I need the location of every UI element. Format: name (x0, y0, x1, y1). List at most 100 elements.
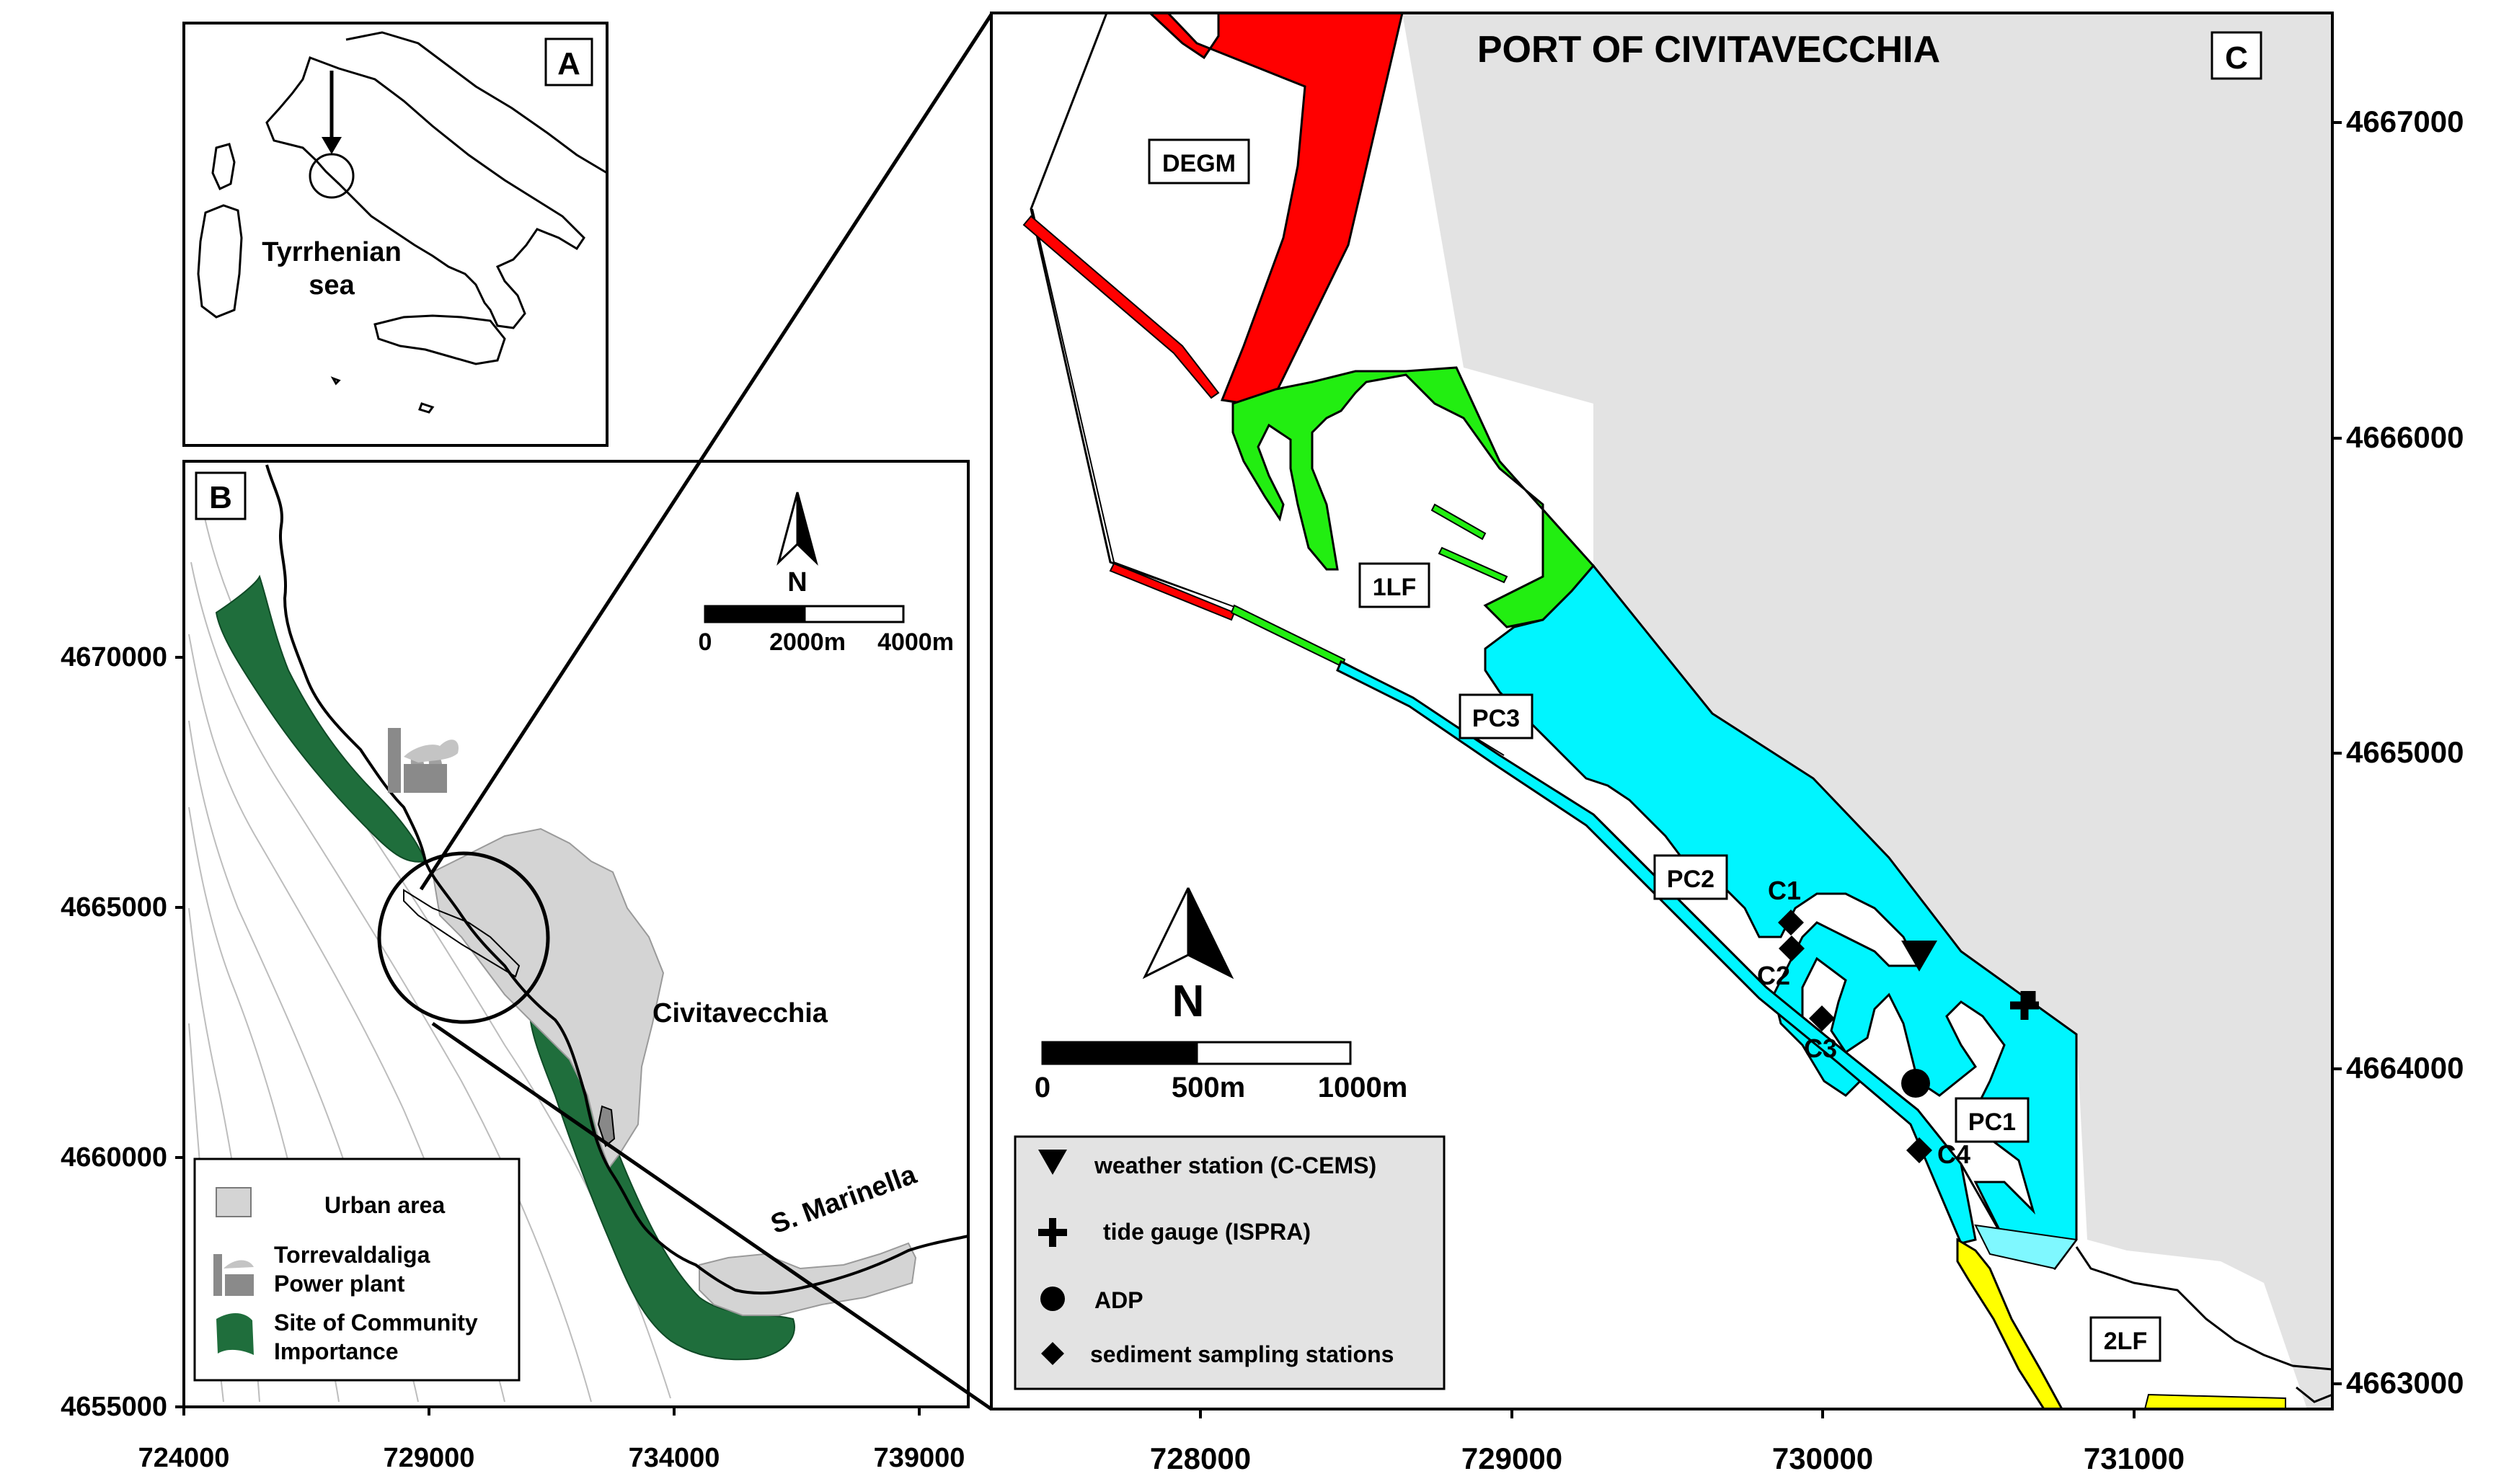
station-label-c2: C2 (1757, 961, 1790, 990)
zone-green-1lf (1231, 366, 1595, 628)
sediment-station-c1-icon (1778, 910, 1804, 936)
small-island (330, 376, 341, 386)
scale-label-1: 2000m (769, 628, 846, 656)
legend-b (193, 1158, 521, 1382)
panel-b-ticks (175, 656, 921, 1416)
legend-c (1014, 1135, 1446, 1390)
sediment-station-c4-icon (1906, 1137, 1932, 1163)
zoom-connector-top (419, 13, 994, 891)
panel-b: N 0 2000m 4000m Civitavecchia S. Marinel… (61, 460, 970, 1473)
c-y-tick-2: 4665000 (2346, 735, 2464, 769)
station-label-c1: C1 (1768, 876, 1801, 905)
port-outline-small (403, 889, 521, 978)
legend-urban-label: Urban area (324, 1192, 445, 1218)
panel-b-letter: B (209, 480, 232, 515)
open-sea (1402, 13, 2332, 1409)
weather-station-icon (1901, 941, 1937, 972)
scale-bar-c (1041, 1041, 1352, 1065)
north-label-c: N (1172, 977, 1205, 1026)
sea-label-line2: sea (309, 270, 355, 301)
sci-legend-swatch (216, 1312, 254, 1355)
small-island (418, 402, 435, 414)
town-label-civitavecchia: Civitavecchia (652, 998, 828, 1028)
tide-gauge-icon (2010, 991, 2039, 1020)
cyan-light-area (1974, 1224, 2078, 1270)
urban-swatch (216, 1187, 252, 1217)
sci-area-north (215, 574, 427, 863)
station-label-c3: C3 (1804, 1034, 1837, 1063)
sicily-outline (373, 314, 506, 365)
b-x-tick-1: 729000 (384, 1443, 475, 1473)
c-scale-label-2: 1000m (1318, 1072, 1408, 1103)
zoom-circle (377, 851, 550, 1024)
panel-c-letter: C (2225, 40, 2248, 76)
panel-c-ticks (1199, 121, 2342, 1418)
legend-weather-icon (1038, 1150, 1067, 1175)
green-pier-1 (1430, 503, 1487, 541)
label-pc2: PC2 (1667, 866, 1714, 893)
c-y-tick-1: 4666000 (2346, 420, 2464, 454)
port-title: PORT OF CIVITAVECCHIA (1477, 29, 1940, 71)
green-pier-2 (1438, 546, 1508, 584)
balkan-coast (345, 31, 608, 174)
label-pc1: PC1 (1968, 1108, 2016, 1136)
red-pier-south (1109, 562, 1236, 621)
panel-a-letter: A (557, 46, 580, 81)
italy-outline (265, 56, 585, 329)
panel-c: PORT OF CIVITAVECCHIA C DEGM 1LF PC3 PC2… (990, 12, 2334, 1410)
c-y-tick-4: 4663000 (2346, 1366, 2464, 1400)
legend-adp-icon (1040, 1287, 1065, 1311)
b-x-tick-3: 739000 (874, 1443, 965, 1473)
c-x-tick-0: 728000 (1150, 1441, 1251, 1475)
legend-adp-label: ADP (1094, 1287, 1143, 1313)
cyan-breakwater (1336, 659, 1977, 1245)
power-plant-icon (388, 728, 459, 793)
b-x-tick-2: 734000 (629, 1443, 720, 1473)
urban-area-civitavecchia (431, 827, 665, 1170)
sardinia-outline (197, 204, 243, 319)
2lf-quay (2296, 1386, 2333, 1403)
c-scale-label-0: 0 (1035, 1072, 1050, 1103)
corsica-outline (211, 143, 236, 190)
urban-area-marinella (699, 1242, 917, 1316)
legend-sediment-label: sediment sampling stations (1090, 1341, 1394, 1367)
small-lake-icon (597, 1105, 616, 1147)
2lf-outline (2075, 1246, 2333, 1371)
label-degm: DEGM (1162, 150, 1236, 177)
c-y-tick-0: 4667000 (2346, 105, 2464, 138)
north-arrow-icon (1142, 887, 1234, 979)
station-label-c4: C4 (1937, 1139, 1970, 1169)
adp-icon (1901, 1069, 1930, 1098)
plant-legend-icon (213, 1254, 254, 1296)
b-y-tick-2: 4660000 (61, 1142, 167, 1173)
north-label: N (787, 567, 807, 597)
legend-plant-line1: Torrevaldaliga (274, 1242, 430, 1268)
legend-plant-line2: Power plant (274, 1271, 405, 1297)
c-x-tick-1: 729000 (1461, 1441, 1562, 1475)
zoom-connector-bottom (431, 1021, 993, 1411)
b-x-tick-0: 724000 (138, 1443, 230, 1473)
c-x-tick-2: 730000 (1772, 1441, 1873, 1475)
label-2lf: 2LF (2104, 1328, 2147, 1355)
c-x-tick-3: 731000 (2084, 1441, 2185, 1475)
legend-weather-label: weather station (C-CEMS) (1094, 1152, 1376, 1178)
b-y-tick-3: 4655000 (61, 1392, 167, 1422)
scale-label-0: 0 (699, 628, 712, 656)
arrow-head-icon (322, 137, 342, 154)
legend-sci-line2: Importance (274, 1338, 398, 1364)
c-scale-label-1: 500m (1172, 1072, 1245, 1103)
label-pc3: PC3 (1472, 705, 1520, 732)
b-y-tick-0: 4670000 (61, 642, 167, 672)
scale-bar (704, 605, 905, 623)
legend-sediment-icon (1041, 1342, 1064, 1365)
sediment-station-c2-icon (1779, 936, 1805, 961)
legend-sci-line1: Site of Community (274, 1310, 478, 1336)
scale-label-2: 4000m (877, 628, 954, 656)
c-y-tick-3: 4664000 (2346, 1051, 2464, 1085)
legend-tide-label: tide gauge (ISPRA) (1103, 1219, 1311, 1245)
b-y-tick-1: 4665000 (61, 892, 167, 923)
label-1lf: 1LF (1373, 574, 1416, 601)
sediment-station-c3-icon (1809, 1005, 1835, 1031)
legend-tide-icon (1038, 1218, 1067, 1247)
